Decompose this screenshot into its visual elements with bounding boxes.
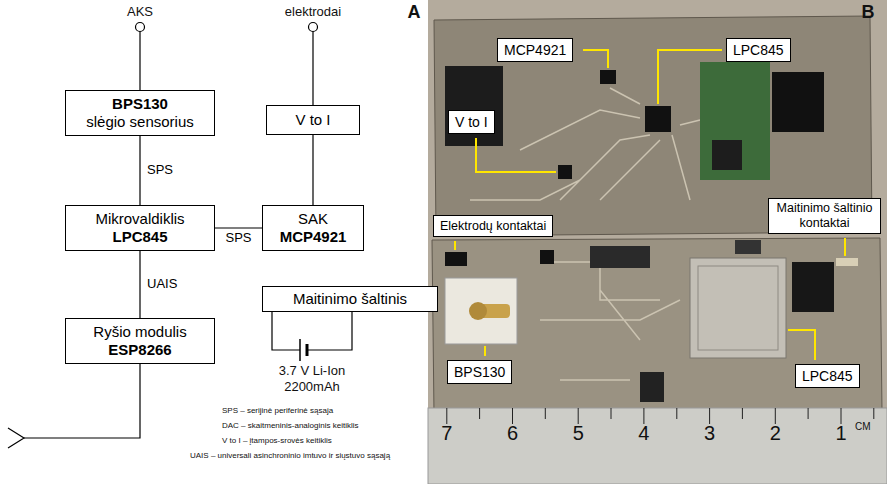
box-text: Maitinimo šaltinis bbox=[293, 290, 407, 308]
box-text: SAK bbox=[298, 210, 328, 228]
ruler-number: 2 bbox=[770, 422, 781, 445]
ruler-number: 7 bbox=[441, 422, 452, 445]
box-text: Ryšio modulis bbox=[93, 323, 186, 341]
box-text: LPC845 bbox=[733, 42, 784, 59]
box-text: V to I bbox=[295, 111, 330, 129]
wire bbox=[272, 312, 352, 350]
box-text: ESP8266 bbox=[108, 341, 171, 359]
power-module bbox=[700, 62, 770, 180]
edge-label: SPS bbox=[223, 231, 253, 246]
process-box: Ryšio modulisESP8266 bbox=[65, 318, 215, 364]
antenna-symbol bbox=[8, 428, 24, 448]
abbreviation-note: V to I – įtampos-srovės keitiklis bbox=[222, 436, 332, 445]
connector bbox=[445, 252, 467, 266]
box-text: LPC845 bbox=[112, 228, 167, 246]
callout-box: Elektrodų kontaktai bbox=[433, 215, 553, 237]
button bbox=[735, 240, 761, 254]
process-box: V to I bbox=[266, 105, 360, 135]
box-text: MCP4921 bbox=[504, 42, 566, 59]
chip bbox=[645, 106, 671, 132]
wifi-module bbox=[698, 266, 778, 350]
battery-label: 3.7 V Li-Ion bbox=[279, 364, 346, 379]
connector-line bbox=[215, 227, 262, 228]
connector-line bbox=[139, 251, 140, 318]
ruler-number: 4 bbox=[638, 422, 649, 445]
box-text: BPS130 bbox=[112, 95, 168, 113]
battery-symbol bbox=[306, 344, 309, 356]
box-text: slėgio sensorius bbox=[86, 113, 194, 131]
process-box: BPS130slėgio sensorius bbox=[65, 90, 215, 136]
box-text: Maitinimo šaltinio kontaktai bbox=[773, 201, 876, 231]
wire bbox=[139, 32, 140, 91]
component bbox=[445, 66, 503, 146]
ruler-number: 6 bbox=[507, 422, 518, 445]
wire bbox=[312, 32, 313, 106]
ruler-unit: CM bbox=[855, 421, 871, 433]
wifi-module bbox=[690, 258, 786, 358]
box-text: Mikrovaldiklis bbox=[95, 210, 184, 228]
wire bbox=[24, 364, 140, 438]
battery-symbol bbox=[299, 339, 301, 361]
box-text: Elektrodų kontaktai bbox=[440, 219, 546, 234]
pcb-board bbox=[432, 238, 882, 414]
contact-pad bbox=[836, 258, 858, 266]
box-text: MCP4921 bbox=[280, 228, 347, 246]
connector-line bbox=[139, 136, 140, 205]
box-text: LPC845 bbox=[802, 368, 853, 385]
edge-label: SPS bbox=[145, 163, 175, 178]
terminal-label: AKS bbox=[127, 5, 153, 20]
terminal-label: elektrodai bbox=[285, 5, 341, 20]
chip bbox=[558, 165, 572, 179]
chip bbox=[540, 250, 554, 264]
process-box: SAKMCP4921 bbox=[262, 205, 364, 251]
callout-box: V to I bbox=[448, 110, 495, 134]
connector-line bbox=[312, 135, 313, 205]
sensor-housing bbox=[445, 278, 517, 344]
edge-label: UAIS bbox=[145, 277, 179, 292]
panel-letter: B bbox=[862, 2, 875, 23]
photo-background bbox=[428, 0, 887, 484]
ruler bbox=[428, 408, 887, 484]
box-text: V to I bbox=[455, 114, 488, 131]
jack bbox=[640, 372, 664, 402]
callout-box: LPC845 bbox=[726, 38, 791, 62]
abbreviation-note: SPS – serijinė periferinė sąsaja bbox=[222, 406, 333, 415]
ruler-number: 1 bbox=[835, 422, 846, 445]
component bbox=[712, 140, 742, 170]
process-box: Maitinimo šaltinis bbox=[262, 286, 438, 312]
pcb-antenna bbox=[792, 262, 834, 312]
box-text: BPS130 bbox=[454, 364, 505, 381]
callout-box: MCP4921 bbox=[497, 38, 573, 62]
battery-label: 2200mAh bbox=[284, 380, 340, 395]
ruler-ticks bbox=[447, 408, 874, 424]
callout-box: LPC845 bbox=[795, 364, 860, 388]
terminal-circle bbox=[136, 23, 145, 32]
component bbox=[772, 72, 824, 132]
process-box: MikrovaldiklisLPC845 bbox=[65, 205, 215, 251]
pressure-port bbox=[469, 302, 487, 320]
pin-header bbox=[590, 246, 650, 268]
callout-box: BPS130 bbox=[447, 360, 512, 384]
ruler-number: 5 bbox=[573, 422, 584, 445]
abbreviation-note: UAIS – universali asinchroninio imtuvo i… bbox=[190, 451, 390, 460]
ruler-number: 3 bbox=[704, 422, 715, 445]
terminal-circle bbox=[309, 23, 318, 32]
panel-letter: A bbox=[408, 2, 421, 23]
abbreviation-note: DAC – skaitmeninis-analoginis keitiklis bbox=[222, 421, 359, 430]
chip bbox=[600, 70, 616, 84]
callout-box: Maitinimo šaltinio kontaktai bbox=[768, 198, 881, 234]
